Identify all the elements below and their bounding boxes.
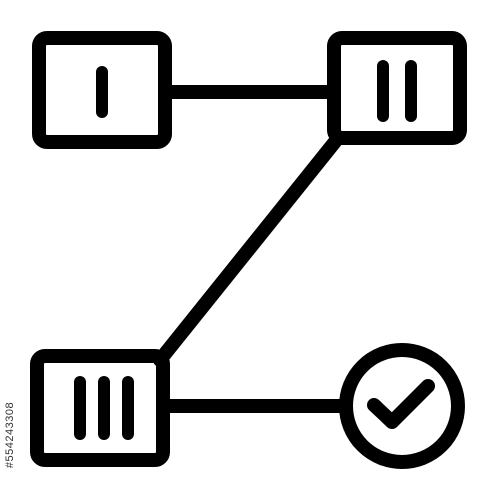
numeral-bar-3-3 bbox=[122, 376, 134, 440]
numeral-bar-2-1 bbox=[377, 60, 389, 122]
check-circle bbox=[339, 343, 465, 469]
step-box-2 bbox=[327, 31, 467, 145]
step-box-3 bbox=[30, 349, 170, 467]
connector-step2-step3 bbox=[153, 131, 345, 367]
step-box-1 bbox=[32, 31, 172, 149]
checkmark-icon bbox=[367, 379, 435, 429]
numeral-bar-3-2 bbox=[98, 376, 110, 440]
numeral-bar-2-2 bbox=[405, 60, 417, 122]
stock-id-text: #554243308 bbox=[4, 401, 16, 469]
numeral-bar-1-1 bbox=[96, 66, 108, 118]
numeral-bar-3-1 bbox=[74, 376, 86, 440]
stock-id-watermark: #554243308 bbox=[0, 380, 20, 490]
